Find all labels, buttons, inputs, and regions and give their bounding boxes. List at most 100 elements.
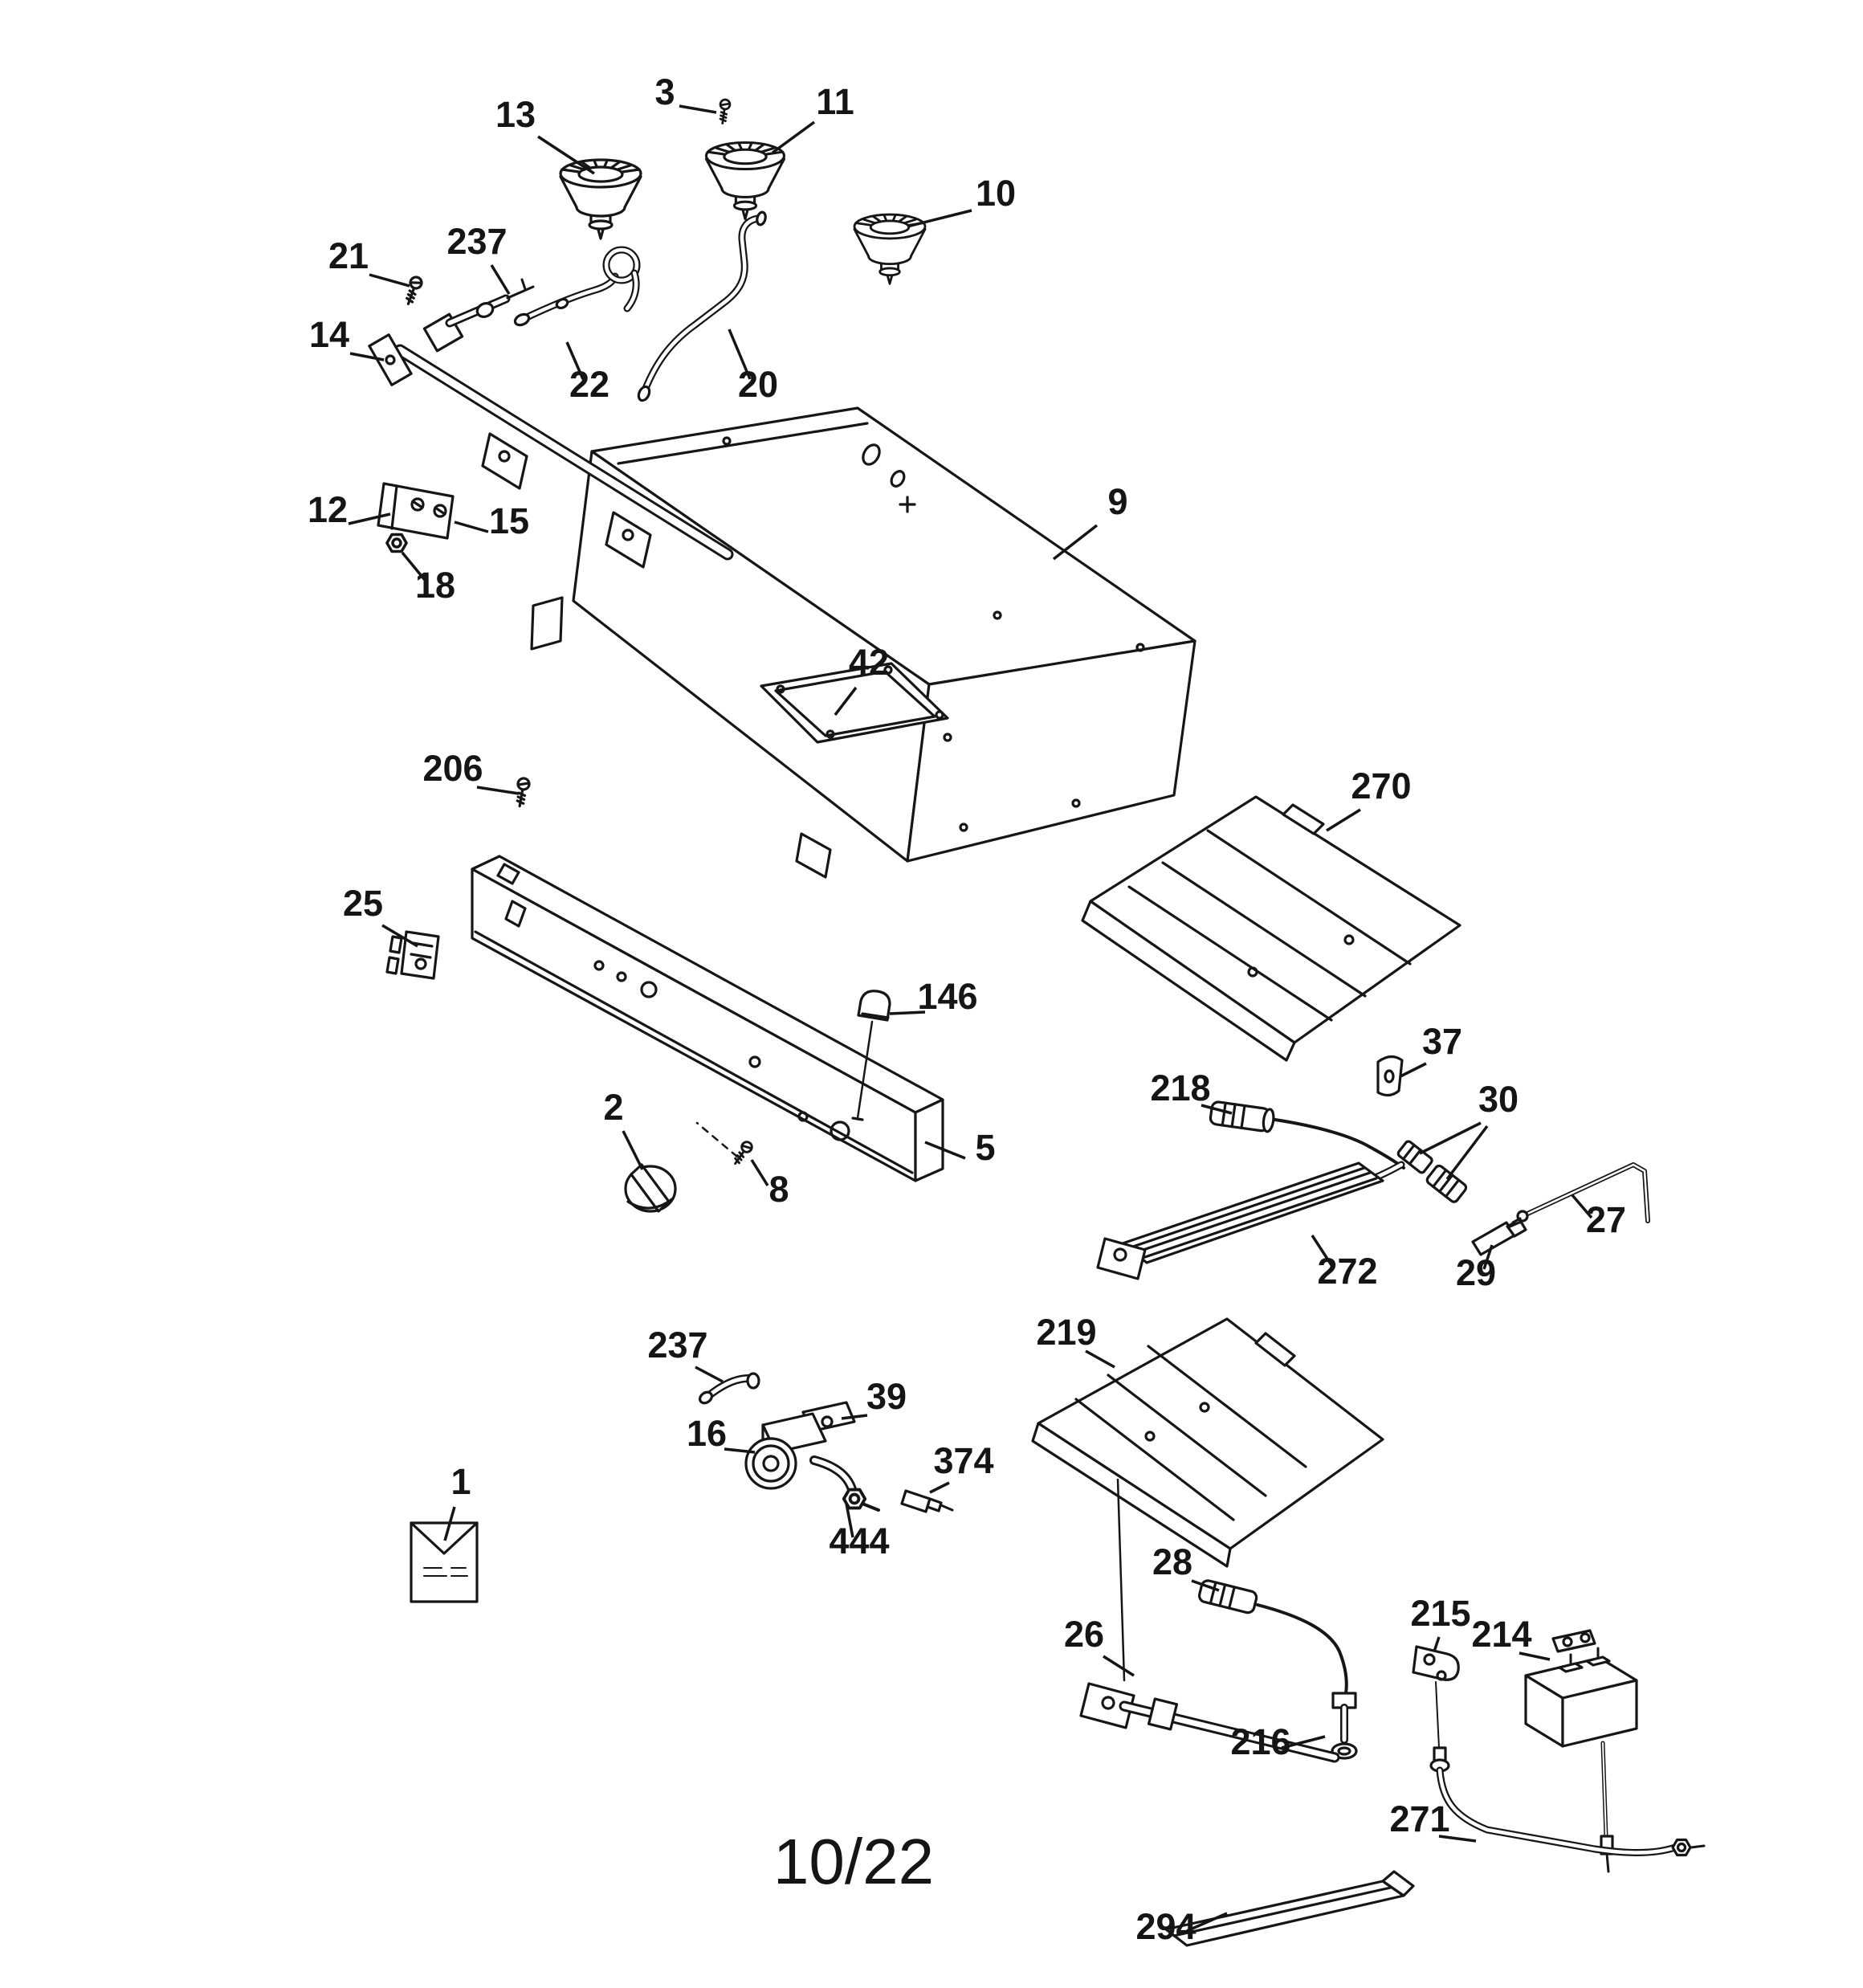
manifold-panel-5 [471, 855, 944, 1182]
burner-26 [1079, 1478, 1340, 1763]
callout-leader-30 [1419, 1121, 1482, 1155]
clip-37 [1376, 1055, 1404, 1097]
callout-leader-237b [695, 1365, 724, 1383]
callout-8: 8 [768, 1169, 789, 1210]
callout-237b: 237 [647, 1325, 707, 1365]
callout-leader-29 [1482, 1244, 1494, 1270]
callout-5: 5 [975, 1127, 995, 1168]
callout-leader-30 [1445, 1125, 1489, 1181]
callout-20: 20 [738, 364, 778, 405]
callout-28: 28 [1152, 1541, 1192, 1582]
igniter-28 [1197, 1579, 1357, 1744]
valve-assembly [698, 1372, 954, 1513]
callout-214: 214 [1471, 1614, 1531, 1655]
literature-pack-1 [410, 1521, 479, 1603]
rod-27 [1506, 1162, 1650, 1228]
valve-16 [744, 1412, 827, 1490]
callout-leader-218 [1201, 1104, 1233, 1115]
access-cover-42 [760, 662, 949, 744]
knob-2 [624, 1163, 677, 1213]
callout-leader-11 [771, 120, 816, 154]
page-label: 10/22 [773, 1826, 934, 1897]
callout-leader-21 [369, 273, 410, 288]
callout-12: 12 [308, 489, 348, 530]
spark-module-214 [1524, 1629, 1638, 1873]
callout-leader-28 [1191, 1579, 1220, 1592]
callout-18: 18 [415, 565, 455, 606]
bracket-12 [377, 482, 455, 540]
rail-294 [1164, 1870, 1415, 1947]
pipe-237b [698, 1372, 760, 1405]
callout-206: 206 [422, 748, 483, 789]
callout-215: 215 [1410, 1593, 1470, 1634]
callout-29: 29 [1456, 1252, 1496, 1293]
orifice-29 [1471, 1220, 1527, 1256]
callout-2: 2 [603, 1087, 623, 1128]
fitting-237a [445, 278, 535, 328]
callout-leader-3 [679, 104, 717, 114]
callout-leader-1 [443, 1506, 456, 1541]
manifold-pipe-14 [368, 278, 734, 569]
screw-21 [402, 274, 425, 308]
callout-25: 25 [343, 883, 383, 924]
callout-216: 216 [1230, 1721, 1290, 1762]
callout-leader-14 [349, 352, 385, 361]
clip-146 [851, 990, 891, 1121]
tube-22 [513, 246, 641, 327]
callout-271: 271 [1389, 1798, 1449, 1839]
callout-leader-20 [728, 329, 752, 380]
outlet-tube-444 [809, 1455, 880, 1512]
callout-21: 21 [328, 235, 369, 276]
callout-26: 26 [1064, 1614, 1104, 1655]
screw-3 [716, 97, 732, 125]
callout-14: 14 [309, 314, 349, 355]
callout-272: 272 [1317, 1251, 1377, 1292]
callout-37: 37 [1422, 1021, 1462, 1062]
callout-leader-2 [622, 1130, 644, 1170]
callout-leader-42 [834, 686, 858, 716]
callout-leader-444 [845, 1503, 854, 1538]
callout-219: 219 [1036, 1312, 1096, 1353]
callout-42: 42 [849, 642, 889, 683]
callout-leader-374 [929, 1481, 950, 1494]
heat-shield-219 [1031, 1317, 1384, 1568]
callout-270: 270 [1351, 765, 1411, 806]
callout-444: 444 [829, 1521, 889, 1561]
callout-3: 3 [654, 71, 675, 112]
callout-leader-18 [401, 551, 426, 582]
callout-leader-15 [454, 520, 489, 533]
callout-9: 9 [1107, 481, 1127, 522]
nut-18 [385, 533, 408, 553]
screw-8 [695, 1121, 756, 1168]
callout-leader-37 [1400, 1062, 1427, 1078]
callout-374: 374 [933, 1440, 993, 1481]
callout-15: 15 [489, 500, 529, 541]
callout-10: 10 [976, 173, 1016, 214]
callout-leader-270 [1326, 808, 1361, 832]
callout-146: 146 [917, 976, 977, 1017]
tube-271 [1429, 1746, 1706, 1857]
callout-leader-146 [889, 1010, 926, 1015]
screws-15 [410, 497, 447, 518]
callout-leader-8 [750, 1159, 769, 1186]
callout-16: 16 [687, 1413, 727, 1454]
callout-leader-10 [907, 209, 972, 228]
callout-237a: 237 [446, 221, 507, 262]
callout-39: 39 [866, 1376, 907, 1417]
callout-1: 1 [450, 1461, 471, 1502]
callout-leader-5 [924, 1141, 966, 1160]
callout-218: 218 [1150, 1067, 1210, 1108]
callout-leader-27 [1571, 1194, 1593, 1219]
callout-leader-271 [1438, 1835, 1477, 1843]
callout-leader-237a [490, 264, 511, 295]
callout-leader-16 [724, 1447, 756, 1454]
tube-20 [637, 210, 767, 402]
callout-leader-22 [565, 341, 585, 380]
burner-cap-13 [559, 158, 642, 240]
igniter-218 [1209, 1100, 1405, 1170]
callout-leader-9 [1052, 524, 1099, 561]
callout-leader-215 [1433, 1636, 1441, 1652]
